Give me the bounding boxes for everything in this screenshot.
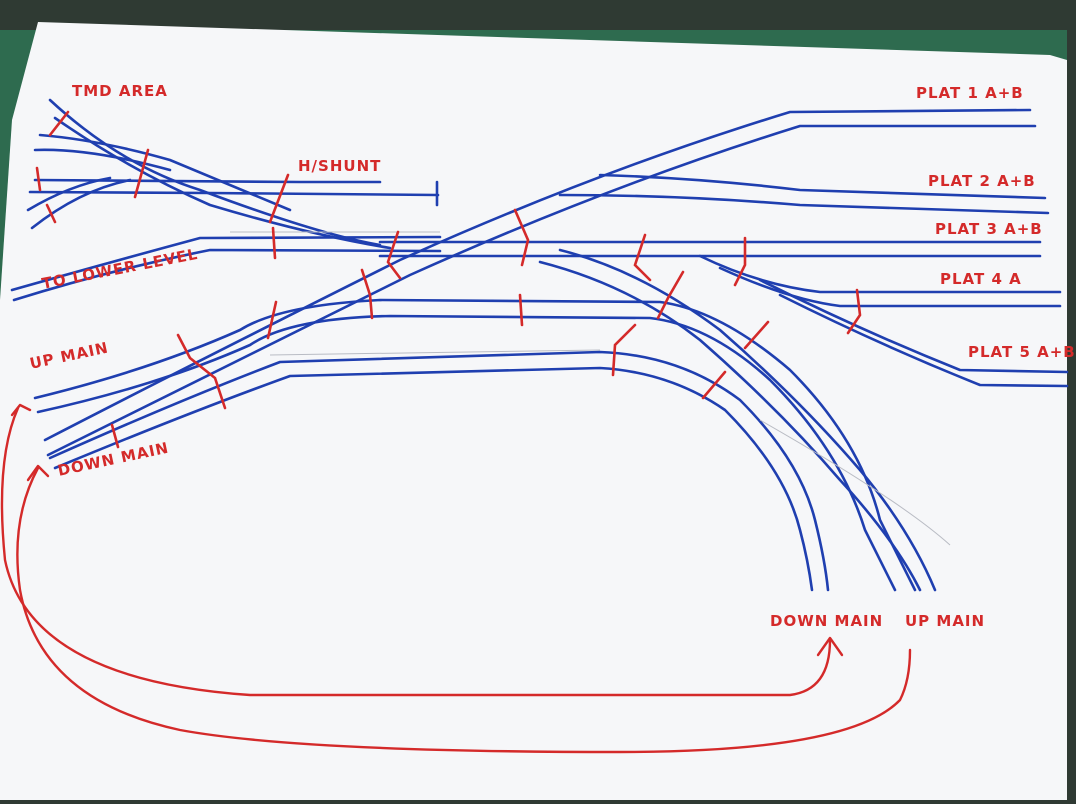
arrow-up-main-bottom-to-down-main-left: [16, 466, 912, 754]
loop-arrows: [0, 403, 912, 754]
point-marker: [743, 320, 770, 350]
point-marker: [176, 333, 227, 410]
point-marker: [35, 166, 42, 192]
track-plat1-2: [46, 124, 1037, 457]
point-marker: [656, 270, 685, 320]
track-tmd-7: [30, 178, 132, 230]
track-lines: [10, 98, 1069, 592]
point-marker: [360, 268, 374, 320]
point-marker: [48, 110, 70, 137]
arrow-up-main-to-down-main: [0, 406, 832, 697]
plat-1-label: PLAT 1 A+B: [916, 84, 1024, 102]
track-outer-1: [558, 248, 937, 592]
up-main-bottom-label: UP MAIN: [905, 612, 986, 630]
point-marker: [518, 293, 524, 327]
point-marker: [386, 230, 402, 280]
point-marker: [701, 370, 727, 400]
point-marker: [45, 203, 57, 224]
track-lower-1: [10, 235, 442, 292]
pencil-guide-2: [759, 419, 951, 546]
track-plat2-2: [558, 193, 1050, 215]
pencil-guides: [230, 231, 951, 546]
point-marker: [271, 226, 277, 260]
point-marker: [611, 323, 637, 377]
track-down-main-1: [48, 350, 830, 592]
arrow-head-up-main-left: [10, 403, 32, 417]
track-lower-2: [12, 248, 442, 302]
track-plat1-1: [43, 108, 1032, 442]
point-marker: [268, 173, 290, 224]
point-marker: [846, 288, 862, 335]
point-markers: [35, 110, 862, 449]
tmd-area-label: TMD AREA: [72, 82, 168, 100]
arrow-head-down-main-left: [26, 464, 50, 482]
h-shunt-label: H/SHUNT: [298, 157, 382, 175]
plat-4-label: PLAT 4 A: [940, 270, 1022, 288]
point-marker: [133, 148, 150, 199]
pencil-guide-1: [269, 349, 601, 356]
track-plat5-2: [778, 293, 1069, 388]
track-plat4-1: [698, 254, 1062, 294]
point-marker: [733, 236, 747, 287]
track-down-main-2: [53, 366, 814, 592]
paper-sheet: [0, 22, 1067, 800]
track-tmd-1: [48, 98, 382, 247]
track-plat5-1: [758, 278, 1069, 374]
track-tmd-3: [38, 133, 292, 212]
plat-3-label: PLAT 3 A+B: [935, 220, 1043, 238]
point-marker: [513, 208, 530, 267]
track-tmd-4: [33, 148, 172, 172]
track-tmd-6: [26, 176, 112, 212]
plat-2-label: PLAT 2 A+B: [928, 172, 1036, 190]
point-marker: [110, 423, 120, 449]
arrow-head-down-main: [816, 636, 844, 657]
point-marker: [633, 233, 652, 282]
down-main-bottom-label: DOWN MAIN: [770, 612, 884, 630]
track-plat2-1: [598, 173, 1047, 200]
track-outer-2: [538, 260, 922, 592]
plat-5-label: PLAT 5 A+B: [968, 343, 1076, 361]
point-marker: [266, 300, 278, 340]
